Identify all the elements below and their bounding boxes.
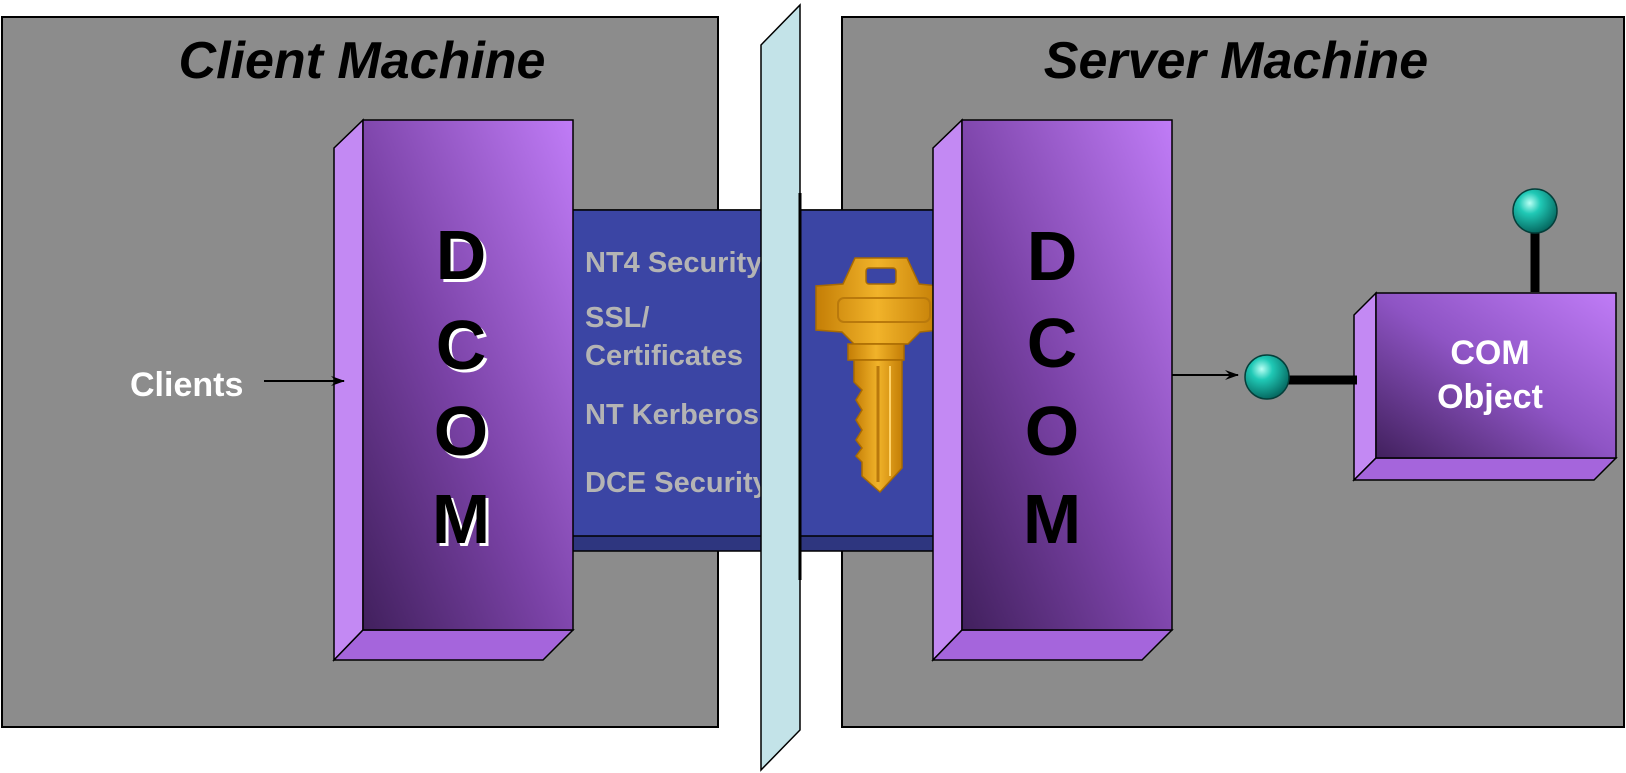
server-dcom-letter: O xyxy=(1025,392,1079,470)
server-dcom-letter: M xyxy=(1023,480,1081,558)
iunknown-lollipop-icon xyxy=(1512,188,1558,234)
security-item-certificates: Certificates xyxy=(585,340,743,372)
security-item-dce: DCE Security xyxy=(585,467,769,499)
com-object-label-line1: COM xyxy=(1450,334,1529,372)
client-dcom-block xyxy=(332,118,575,662)
security-item-ssl: SSL/ xyxy=(585,302,649,334)
com-object-box xyxy=(1352,291,1618,482)
security-item-nt4: NT4 Security xyxy=(585,247,762,279)
clients-label: Clients xyxy=(130,366,243,404)
server-dcom-letter: C xyxy=(1027,304,1078,382)
server-machine-title: Server Machine xyxy=(1044,32,1428,90)
client-dcom-letter: M xyxy=(432,480,490,558)
key-icon xyxy=(815,257,940,494)
server-dcom-letter: D xyxy=(1027,217,1078,295)
server-dcom-block xyxy=(931,118,1174,662)
interface-lollipop-icon xyxy=(1244,354,1290,400)
client-machine-title: Client Machine xyxy=(179,32,546,90)
client-dcom-label: D D C C O O M M xyxy=(432,216,493,561)
server-dcom-label: D C O M xyxy=(1023,217,1081,558)
client-dcom-letter: C xyxy=(436,306,487,384)
client-dcom-letter: O xyxy=(437,395,491,473)
client-dcom-letter: O xyxy=(434,392,488,470)
firewall-slab xyxy=(760,3,802,772)
client-dcom-letter: D xyxy=(436,216,487,294)
client-dcom-letter: M xyxy=(435,483,493,561)
client-dcom-letter: C xyxy=(439,309,490,387)
security-item-kerberos: NT Kerberos xyxy=(585,399,759,431)
com-object-label-line2: Object xyxy=(1437,378,1543,416)
client-dcom-letter: D xyxy=(439,219,490,297)
